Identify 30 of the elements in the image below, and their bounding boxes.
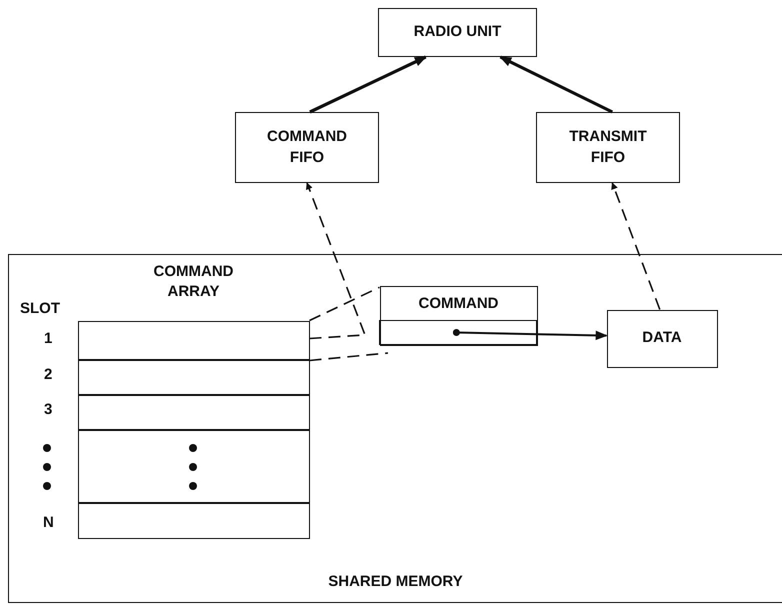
table-row: [78, 502, 310, 538]
process-box: [235, 112, 379, 183]
arrow: [309, 56, 427, 114]
process-box: [378, 8, 537, 57]
table-row: [78, 320, 310, 360]
box-label: RADIO UNIT: [414, 22, 502, 42]
expansion-lines: [309, 286, 380, 322]
arrow: [499, 56, 613, 114]
region-label: SHARED MEMORY: [328, 572, 463, 592]
box-label: COMMAND FIFO: [266, 127, 348, 168]
box-label: TRANSMIT FIFO: [568, 127, 648, 168]
slot-number: 3: [44, 401, 52, 418]
process-box: [380, 286, 538, 346]
table-row: [78, 358, 310, 396]
box-label: DATA: [642, 328, 682, 348]
column-heading: SLOT: [20, 300, 60, 317]
process-box: [606, 310, 718, 368]
dashed-arrow: [306, 182, 366, 340]
arrow: [452, 329, 608, 340]
process-box: [536, 112, 680, 183]
column-heading: COMMAND ARRAY: [152, 262, 234, 302]
dashed-arrow: [611, 182, 661, 310]
table-row: [78, 428, 310, 504]
slot-number: N: [43, 514, 54, 531]
pointer-field: [379, 320, 537, 345]
memory-region: [8, 254, 782, 603]
slot-number: 2: [44, 366, 52, 383]
slot-number: 1: [44, 330, 52, 347]
table-row: [78, 394, 310, 430]
box-label: COMMAND: [418, 294, 498, 314]
